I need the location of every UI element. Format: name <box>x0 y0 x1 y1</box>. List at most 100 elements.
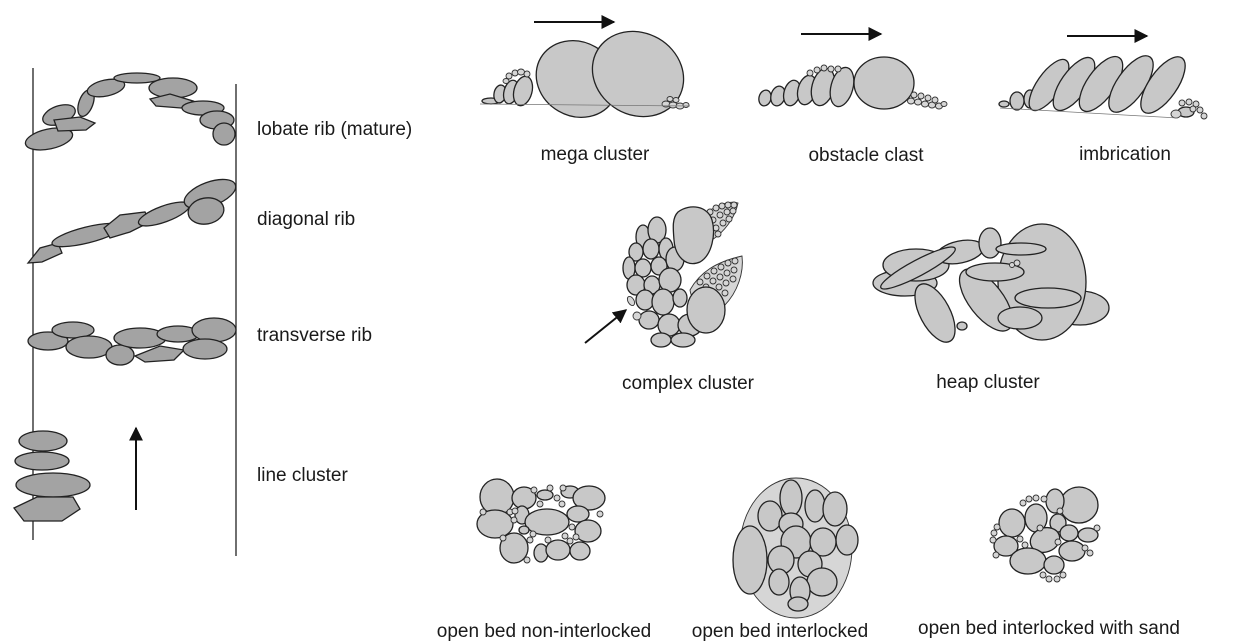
imbrication-figure <box>999 36 1207 120</box>
clast <box>996 243 1046 255</box>
sand-grain <box>1033 495 1039 501</box>
mega-cluster-figure <box>480 15 699 133</box>
sand-grain <box>732 258 738 264</box>
sand-grain <box>704 273 710 279</box>
clast <box>687 287 725 333</box>
sand-grain <box>723 280 729 286</box>
clast <box>643 239 659 259</box>
clast <box>570 542 590 560</box>
clast <box>758 501 782 531</box>
sand-grain <box>710 278 716 284</box>
sand-grain <box>725 260 731 266</box>
sand-grain <box>1046 576 1052 582</box>
sand-grain <box>915 99 922 105</box>
sand-grain <box>991 530 997 536</box>
clast <box>999 509 1025 537</box>
sand-grain <box>941 102 947 107</box>
sand-grain <box>1040 572 1046 578</box>
sand-grain <box>480 509 486 515</box>
sand-grain <box>730 276 736 282</box>
sand-grain <box>713 205 719 211</box>
sand-grain <box>547 485 553 491</box>
open-bed-non-interlocked-figure <box>477 479 605 563</box>
sand-grain <box>560 485 566 491</box>
label-line-cluster: line cluster <box>257 465 348 486</box>
sand-grain <box>597 511 603 517</box>
sand-grain <box>990 537 996 543</box>
sand-grain <box>993 552 999 558</box>
clast <box>16 473 90 497</box>
sand-grain <box>994 524 1000 530</box>
clast <box>19 431 67 451</box>
sand-grain <box>697 279 703 285</box>
clast <box>807 568 837 596</box>
open-bed-interlocked-figure <box>733 478 858 618</box>
label-imbrication: imbrication <box>1079 144 1171 165</box>
clast <box>673 289 687 307</box>
clast <box>673 207 713 264</box>
sand-grain <box>711 268 717 274</box>
sand-grain <box>725 202 731 208</box>
sand-grain <box>1087 550 1093 556</box>
clast <box>1060 487 1098 523</box>
sand-grain <box>835 66 841 72</box>
label-complex-cluster: complex cluster <box>622 373 755 394</box>
sand-grain <box>1026 496 1032 502</box>
sand-grain <box>814 67 820 73</box>
sand-grain <box>554 495 560 501</box>
sand-grain <box>559 501 565 507</box>
sand-grain <box>717 212 723 218</box>
clast <box>854 57 914 109</box>
sand-grain <box>718 264 724 270</box>
clast <box>183 339 227 359</box>
clast <box>510 74 535 108</box>
label-open-bed-interlocked-sand: open bed interlocked with sand <box>918 618 1180 639</box>
clast <box>979 228 1001 258</box>
sand-grain <box>918 93 924 99</box>
sand-grain <box>724 270 730 276</box>
label-obstacle-clast: obstacle clast <box>808 145 924 166</box>
clast <box>651 333 671 347</box>
sand-grain <box>1010 263 1015 268</box>
sand-grain <box>511 517 517 523</box>
sand-grain <box>1171 110 1181 118</box>
sand-grain <box>524 71 530 77</box>
label-transverse-rib: transverse rib <box>257 325 372 346</box>
sand-grain <box>531 487 537 493</box>
sand-grain <box>545 537 551 543</box>
clast <box>957 322 967 330</box>
sand-grain <box>1201 113 1207 119</box>
clast <box>1060 525 1078 541</box>
sand-grain <box>1017 536 1023 542</box>
clast <box>823 492 847 526</box>
sand-grain <box>720 220 726 226</box>
clast <box>636 290 654 310</box>
sand-grain <box>1179 100 1185 106</box>
sand-grain <box>925 95 931 101</box>
clast <box>54 117 95 131</box>
clast <box>805 490 825 522</box>
obstacle-clast-figure <box>757 34 947 109</box>
heap-cluster-figure <box>873 224 1109 348</box>
sand-grain <box>717 274 723 280</box>
sand-grain <box>569 524 575 530</box>
sand-grain <box>1041 496 1047 502</box>
sand-grain <box>726 216 732 222</box>
clast <box>213 123 235 145</box>
clast <box>1010 548 1046 574</box>
sand-grain <box>537 501 543 507</box>
sand-grain <box>567 538 573 544</box>
clast <box>192 318 236 342</box>
clast <box>1015 288 1081 308</box>
transverse-rib-clasts <box>28 318 236 365</box>
clast <box>1059 541 1085 561</box>
sand-grain <box>500 535 506 541</box>
sand-grain <box>673 98 679 103</box>
clast <box>836 525 858 555</box>
sand-grain <box>1197 107 1203 113</box>
sand-grain <box>828 66 834 72</box>
sand-grain <box>1060 572 1066 578</box>
sand-grain <box>1186 99 1192 105</box>
sand-grain <box>715 231 721 237</box>
